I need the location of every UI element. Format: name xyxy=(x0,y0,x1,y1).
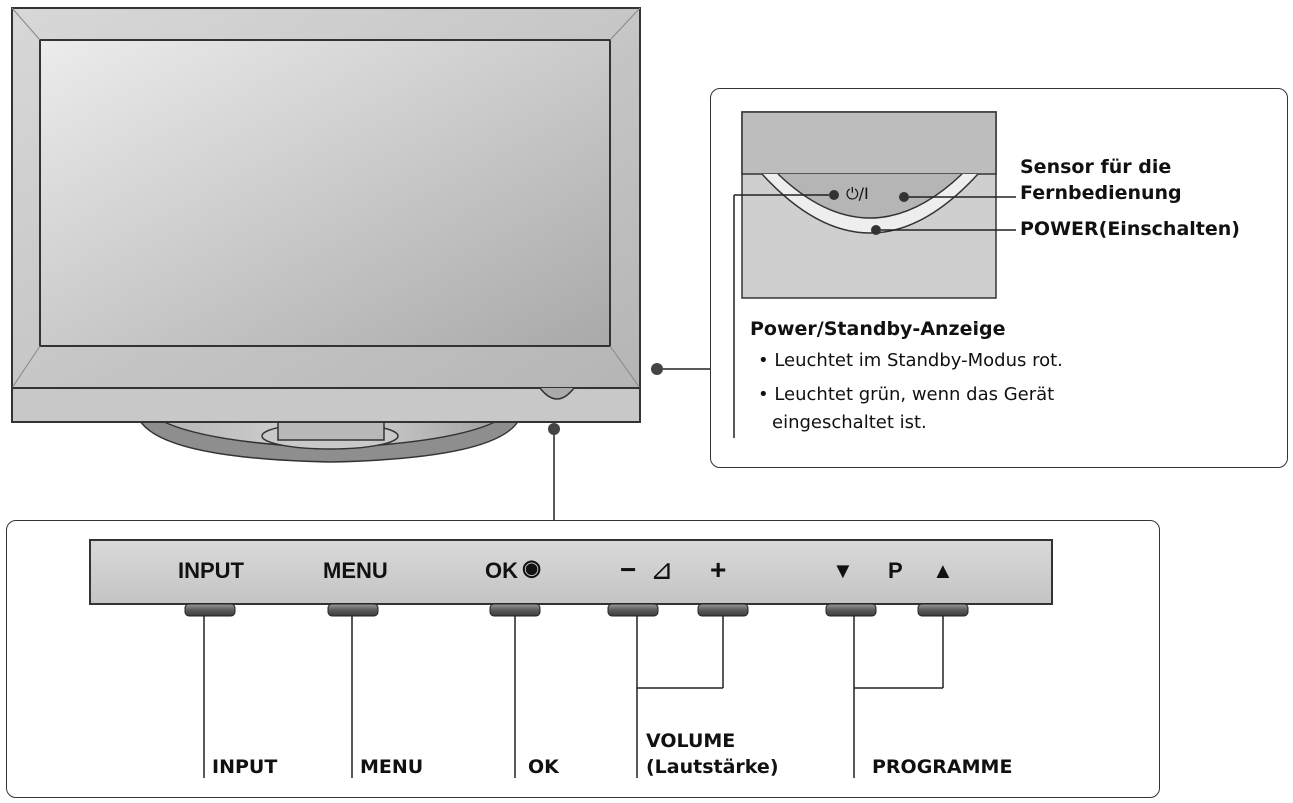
tv-body xyxy=(11,7,641,423)
input-button-label: INPUT xyxy=(178,558,244,583)
sensor-label-line2: Fernbedienung xyxy=(1020,182,1182,204)
menu-caption: MENU xyxy=(360,756,424,778)
menu-button-label: MENU xyxy=(323,558,388,583)
input-caption: INPUT xyxy=(212,756,278,778)
controls-indicator-dot xyxy=(548,423,560,435)
panel-indicator-dot xyxy=(651,363,663,375)
ok-button-label: OK xyxy=(485,558,518,583)
standby-bullet-1: • Leuchtet im Standby-Modus rot. xyxy=(758,350,1063,371)
programme-p-label: P xyxy=(888,558,903,583)
volume-icon: ⊿ xyxy=(650,554,674,585)
ok-caption: OK xyxy=(528,756,559,778)
volume-plus-label: + xyxy=(710,554,727,585)
volume-minus-label: − xyxy=(620,554,637,585)
sensor-label: Sensor für die xyxy=(1020,156,1172,178)
volume-caption: VOLUME xyxy=(646,730,736,752)
standby-bullet-2: • Leuchtet grün, wenn das Gerät xyxy=(758,384,1055,405)
front-panel-callout xyxy=(710,88,1288,468)
volume-sub-caption: (Lautstärke) xyxy=(646,756,779,778)
programme-caption: PROGRAMME xyxy=(872,756,1013,778)
power-symbol-label: ⏻/I xyxy=(846,184,869,203)
power-label: POWER(Einschalten) xyxy=(1020,218,1240,240)
ok-symbol-icon: ◉ xyxy=(522,555,542,580)
programme-up-icon: ▲ xyxy=(932,558,954,583)
standby-bullet-2-cont: eingeschaltet ist. xyxy=(772,412,927,433)
programme-down-icon: ▼ xyxy=(832,558,854,583)
standby-title: Power/Standby-Anzeige xyxy=(750,318,1006,340)
